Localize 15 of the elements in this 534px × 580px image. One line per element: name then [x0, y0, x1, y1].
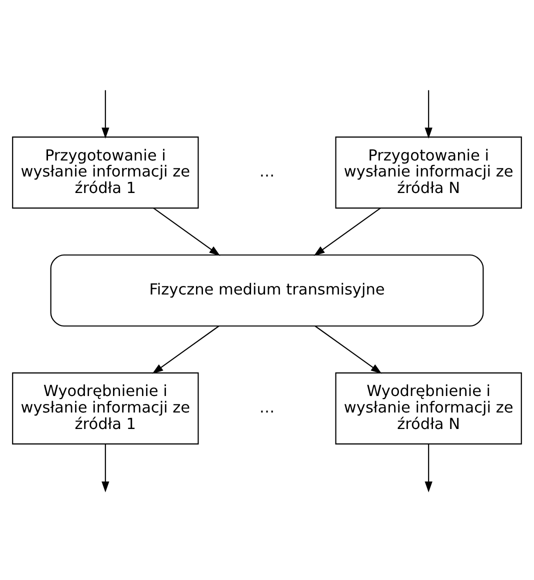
label: …	[259, 162, 275, 180]
node-box: Wyodrębnienie i wysłanie informacji ze źródła N	[335, 372, 522, 444]
arrow	[102, 90, 110, 138]
arrow	[424, 90, 432, 138]
label: …	[259, 398, 275, 416]
node-box: Fizyczne medium transmisyjne	[50, 254, 484, 326]
arrow	[314, 325, 382, 374]
arrow	[102, 444, 110, 492]
arrow	[314, 207, 381, 256]
node-box: Przygotowanie i wysłanie informacji ze źródła N	[335, 136, 522, 208]
arrow	[424, 444, 432, 492]
node-box: Przygotowanie i wysłanie informacji ze źródła 1	[12, 136, 199, 208]
arrow	[153, 207, 220, 256]
node-box: Wyodrębnienie i wysłanie informacji ze źródła 1	[12, 372, 199, 444]
arrow	[152, 325, 220, 374]
